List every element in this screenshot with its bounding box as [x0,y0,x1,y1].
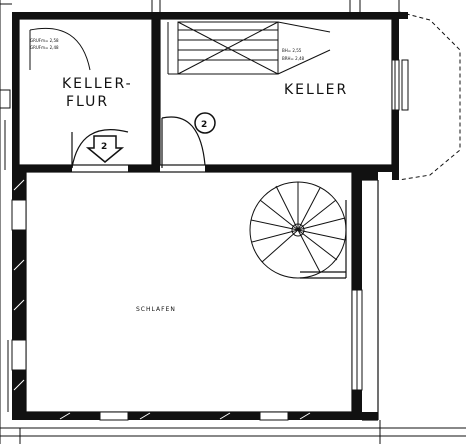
left-wall-upper [12,12,19,172]
door-marker-right-label: 2 [201,120,207,130]
stair-void-diag-2 [277,21,331,33]
right-wall-stub [398,0,409,111]
door-marker-left: 2 [85,135,125,163]
keller-window-right [391,59,400,111]
stair-void-diag [277,49,331,75]
room-label-keller-flur-2: FLUR [66,94,109,110]
schlafen-door-bottom [99,411,289,421]
keller-annotation-2: BRH= 2,48 [282,56,305,61]
keller-annotation-1: BH= 2,55 [282,48,302,53]
stair-railing [300,200,347,279]
schlafen-window-left [11,199,27,371]
stair-void [167,21,279,75]
schlafen-bottom-wall [12,412,378,420]
left-exterior [0,0,11,444]
partition-wall [152,12,160,172]
schlafen-window-right [351,289,363,391]
top-fragments [0,0,361,12]
schlafen-right-wall-top [352,172,378,180]
keller-door [161,116,206,168]
mid-wall-right [205,165,399,172]
exterior-bay [398,11,461,181]
flur-door-bottom [71,129,129,169]
door-marker-right: 2 [194,112,216,134]
door-marker-left-label: 2 [101,142,107,152]
room-label-keller-flur-1: KELLER- [62,76,133,92]
room-label-schlafen: SCHLAFEN [136,306,176,313]
top-wall [12,12,408,19]
bottom-edge [0,420,466,444]
flur-annotation-2: GRUFm= 2,48 [30,45,59,50]
flur-annotation-1: GRUFm= 2,58 [30,38,59,43]
mid-wall-center-left [128,165,152,172]
room-label-keller: KELLER [284,82,348,98]
mid-wall-left [12,165,72,172]
keller-flur-outline [18,18,153,166]
flur-door-swing [29,27,91,71]
